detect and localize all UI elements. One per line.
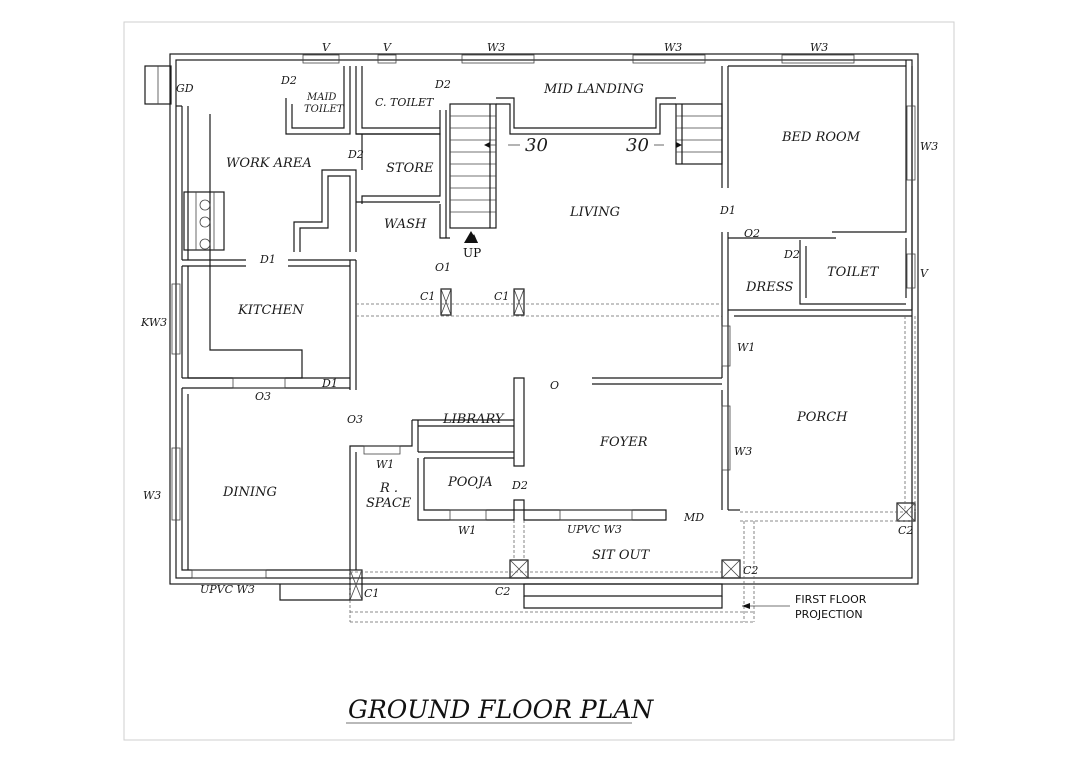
- o3-library-label: O3: [347, 413, 363, 426]
- living-label: LIVING: [569, 205, 620, 220]
- c2-mid-label: C2: [495, 585, 510, 598]
- w3-dining-label: W3: [143, 489, 161, 502]
- upvc-w3-pooja-label: UPVC W3: [567, 523, 622, 536]
- interior-walls-bottom: [181, 316, 923, 609]
- w3-bed-label: W3: [920, 140, 938, 153]
- maid-toilet-label-2: TOILET: [304, 104, 345, 115]
- gd-unit: [144, 65, 172, 105]
- c2-porch-label: C2: [898, 524, 913, 537]
- interior-walls-right: [721, 60, 916, 317]
- pooja-label: POOJA: [447, 475, 493, 490]
- c-toilet-label: C. TOILET: [375, 96, 435, 109]
- o-foyer-label: O: [550, 379, 559, 392]
- projection-lines: [349, 303, 916, 623]
- store-label: STORE: [386, 161, 434, 176]
- d2-toilet-label: D2: [783, 248, 800, 261]
- r-space-label-2: SPACE: [366, 496, 412, 511]
- w3-label-2: W3: [664, 41, 682, 54]
- up-label: UP: [463, 246, 481, 260]
- d1-kitchen-label: D1: [321, 377, 338, 390]
- interior-walls-left: [176, 66, 450, 390]
- o3-kitchen-label: O3: [255, 390, 271, 403]
- opening-labels: V V W3 W3 W3 GD D2 D2 D2 D1 O1 C1 C1 KW3…: [140, 41, 938, 600]
- maid-toilet-label-1: MAID: [306, 92, 336, 103]
- c1-bottom-label: C1: [364, 587, 379, 600]
- stair-dim-left: 30: [525, 135, 548, 156]
- c1-label-b: C1: [494, 290, 509, 303]
- upvc-w3-dining-label: UPVC W3: [200, 583, 255, 596]
- library-label: LIBRARY: [442, 412, 505, 427]
- d2-ctoilet-label: D2: [434, 78, 451, 91]
- top-windows: [302, 54, 855, 64]
- dining-label: DINING: [222, 485, 277, 500]
- d1-bed-label: D1: [719, 204, 736, 217]
- d2-maid-label: D2: [280, 74, 297, 87]
- projection-note: FIRST FLOOR PROJECTION: [742, 593, 867, 621]
- w3-label-3: W3: [810, 41, 828, 54]
- staircase[interactable]: [449, 97, 723, 243]
- wash-label: WASH: [384, 217, 427, 232]
- w3-label-1: W3: [487, 41, 505, 54]
- left-windows: [171, 283, 181, 521]
- plan-title: GROUND FLOOR PLAN: [346, 695, 654, 724]
- r-space-label-1: R .: [379, 481, 398, 496]
- d1-work-label: D1: [259, 253, 276, 266]
- v-label-1: V: [322, 41, 331, 54]
- o2-label: O2: [744, 227, 760, 240]
- projection-note-line2: PROJECTION: [795, 608, 863, 621]
- o1-label: O1: [435, 261, 451, 274]
- porch-label: PORCH: [796, 410, 848, 425]
- room-labels: WORK AREA MAID TOILET C. TOILET STORE WA…: [222, 82, 880, 563]
- dress-label: DRESS: [745, 280, 793, 295]
- d2-pooja-label: D2: [511, 479, 528, 492]
- mid-landing-label: MID LANDING: [543, 82, 644, 97]
- v-toilet-label: V: [920, 267, 929, 280]
- w1-porch-label: W1: [737, 341, 755, 354]
- toilet-label: TOILET: [827, 265, 880, 280]
- w1-pooja-label: W1: [458, 524, 476, 537]
- stair-dim-right: 30: [626, 135, 649, 156]
- c2-right-label: C2: [743, 564, 758, 577]
- stair-annotations: 30 30 UP: [463, 135, 682, 260]
- c1-label-a: C1: [420, 290, 435, 303]
- plan-title-text: GROUND FLOOR PLAN: [348, 695, 654, 724]
- work-area-label: WORK AREA: [226, 156, 312, 171]
- sit-out-label: SIT OUT: [592, 548, 650, 563]
- w1-rspace-label: W1: [376, 458, 394, 471]
- foyer-label: FOYER: [599, 435, 648, 450]
- md-label: MD: [683, 511, 704, 524]
- gd-label: GD: [176, 82, 194, 95]
- kitchen-label: KITCHEN: [237, 303, 304, 318]
- v-label-2: V: [383, 41, 392, 54]
- columns: [349, 288, 916, 601]
- projection-note-line1: FIRST FLOOR: [795, 593, 867, 606]
- d2-store-label: D2: [347, 148, 364, 161]
- sheet-frame: [123, 21, 955, 741]
- bed-room-label: BED ROOM: [781, 130, 861, 145]
- w3-foyer-label: W3: [734, 445, 752, 458]
- kw3-label: KW3: [140, 316, 167, 329]
